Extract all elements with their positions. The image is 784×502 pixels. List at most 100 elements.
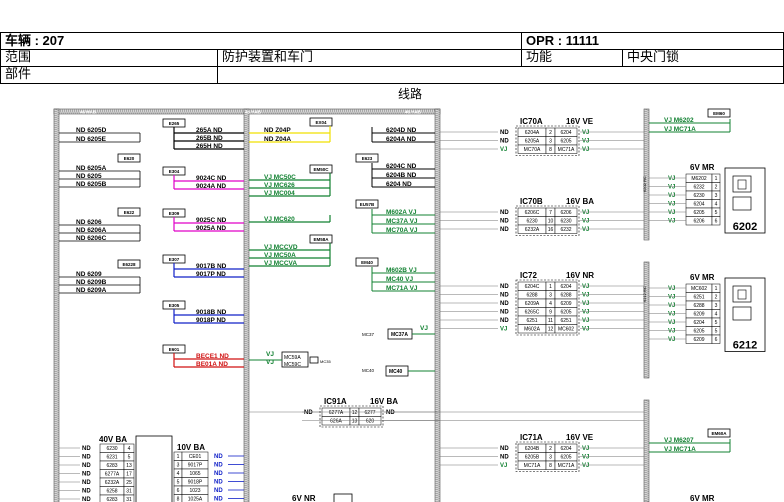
connector-label: EM60 bbox=[713, 111, 725, 116]
connector-label: E307 bbox=[169, 257, 180, 262]
ic-side-label: VJ bbox=[582, 210, 589, 216]
device-cell-label: 3 bbox=[715, 193, 718, 199]
ic-name: IC70B bbox=[520, 197, 543, 206]
ic-side-label: ND bbox=[500, 130, 509, 136]
mid-wire-label: 9025A ND bbox=[196, 225, 226, 232]
connector-em60a bbox=[707, 428, 731, 438]
connector-label: E265 bbox=[169, 121, 180, 126]
ic-side-label: ND bbox=[500, 310, 509, 316]
bottom-cell-label: 6231 bbox=[106, 455, 117, 461]
bottom-side-label: ND bbox=[82, 480, 91, 486]
bottom-cell-label: 6258 bbox=[106, 489, 117, 495]
ic-cell-label: 6265C bbox=[525, 310, 540, 316]
relay-label: MC59C bbox=[284, 362, 301, 368]
ic-cell-label: 6277A bbox=[329, 410, 344, 416]
ic-side-label: ND bbox=[304, 410, 313, 416]
ic-side-label: VJ bbox=[582, 455, 589, 461]
right-wire-label: MC40 VJ bbox=[386, 276, 413, 283]
mid-wire-label: 9025C ND bbox=[196, 217, 227, 224]
ic-cell bbox=[554, 460, 578, 470]
ic-side-label: ND bbox=[500, 227, 509, 233]
bottom-side-label: ND bbox=[82, 472, 91, 478]
device-side-label: VJ bbox=[668, 329, 675, 335]
device-rail-label: 6212 RC bbox=[642, 286, 647, 302]
right-wire-label: 6204C ND bbox=[386, 163, 417, 170]
bottom-cell bbox=[181, 494, 209, 502]
connector-ex04 bbox=[309, 117, 333, 127]
ic-cell-label: 9 bbox=[549, 310, 552, 316]
ic-cell-label: 6204B bbox=[525, 446, 540, 452]
bottom-cell-label: 17 bbox=[126, 472, 132, 478]
device-cell-label: 6204 bbox=[693, 202, 704, 208]
right-wire-label: 6204D ND bbox=[386, 127, 417, 134]
far-right-label: VJ M6202 bbox=[664, 117, 694, 124]
connector-label: E305 bbox=[169, 303, 180, 308]
small-label: VJ bbox=[266, 359, 274, 366]
ic-cell-label: MC70A bbox=[524, 147, 541, 153]
ic-cell-label: 6288 bbox=[526, 293, 537, 299]
left-wire-label: ND 6206C bbox=[76, 235, 107, 242]
bottom-cell-label: 6283 bbox=[106, 497, 117, 502]
connector-e622 bbox=[117, 207, 141, 217]
device-cell-label: 5 bbox=[715, 210, 718, 216]
bottom-cell-label: 4 bbox=[177, 471, 180, 477]
bottom-cell-label: 9018P bbox=[188, 480, 203, 486]
device-cell-label: 6205 bbox=[693, 210, 704, 216]
left-wire-label: ND 6209A bbox=[76, 287, 107, 294]
bottom-module bbox=[135, 435, 173, 502]
ic-cell bbox=[554, 144, 578, 154]
center-wire-label: VJ MC50C bbox=[264, 174, 296, 181]
left-wire-label: ND 6205E bbox=[76, 136, 107, 143]
bottom-cell-label: 1023 bbox=[189, 488, 200, 494]
connector-spec: 10V BA bbox=[177, 443, 205, 452]
bottom-side-label: ND bbox=[214, 488, 223, 494]
device-side-label: VJ bbox=[668, 210, 675, 216]
center-wire-label: VJ MCCVD bbox=[264, 244, 298, 251]
ic-spec: 16V VE bbox=[566, 117, 594, 126]
bottom-cell-label: 1 bbox=[177, 454, 180, 460]
bottom-side-label: ND bbox=[82, 489, 91, 495]
ic-side-label: VJ bbox=[500, 463, 507, 469]
device-cell-label: 5 bbox=[715, 329, 718, 335]
bottom-side-label: ND bbox=[82, 455, 91, 461]
key-icon bbox=[732, 306, 752, 321]
ic-spec: 16V BA bbox=[370, 397, 398, 406]
ic-cell-label: 16 bbox=[548, 227, 554, 233]
ic-cell-label: 8 bbox=[549, 463, 552, 469]
ic-cell-label: 3 bbox=[549, 455, 552, 461]
ic-cell bbox=[554, 324, 578, 334]
device-side-label: VJ bbox=[668, 320, 675, 326]
far-right-label: VJ MC71A bbox=[664, 446, 696, 453]
device-cell-label: 4 bbox=[715, 202, 718, 208]
wiring-section-title: 线路 bbox=[398, 87, 423, 101]
connector-label: E309 bbox=[169, 211, 180, 216]
connector-label: E622 bbox=[124, 210, 135, 215]
right-ground-rail bbox=[434, 108, 441, 502]
ic-frame bbox=[515, 125, 580, 156]
right-wire-label: M602A VJ bbox=[386, 209, 417, 216]
ic-side-label: VJ bbox=[500, 147, 507, 153]
ic-cell-label: 6205B bbox=[525, 455, 540, 461]
bottom-side-label: ND bbox=[214, 471, 223, 477]
connector-spec: 40V BA bbox=[99, 435, 127, 444]
connector-spec: 6V NR bbox=[292, 494, 316, 502]
mid-wire-label: 9018P ND bbox=[196, 317, 226, 324]
device-ground-rail bbox=[643, 261, 650, 379]
bottom-module bbox=[333, 493, 353, 502]
ic-cell-label: 6277 bbox=[364, 410, 375, 416]
ic-side-label: VJ bbox=[582, 301, 589, 307]
ic-side-label: VJ bbox=[582, 130, 589, 136]
bottom-cell-label: 5 bbox=[177, 480, 180, 486]
center-wire-label: ND Z04A bbox=[264, 136, 291, 143]
center-wire-label: VJ MC50A bbox=[264, 252, 296, 259]
ic-side-label: VJ bbox=[582, 284, 589, 290]
ic-side-label: VJ bbox=[582, 446, 589, 452]
ic-side-label: ND bbox=[500, 455, 509, 461]
bottom-cell-label: 1025A bbox=[188, 497, 203, 502]
device-cell-label: 6288 bbox=[693, 303, 704, 309]
connector-label: E623 bbox=[362, 156, 373, 161]
bottom-cell-label: CE01 bbox=[189, 454, 202, 460]
device-cell-label: 5 bbox=[715, 320, 718, 326]
mid-wire-label: 9017B ND bbox=[196, 263, 227, 270]
connector-e620 bbox=[117, 153, 141, 163]
